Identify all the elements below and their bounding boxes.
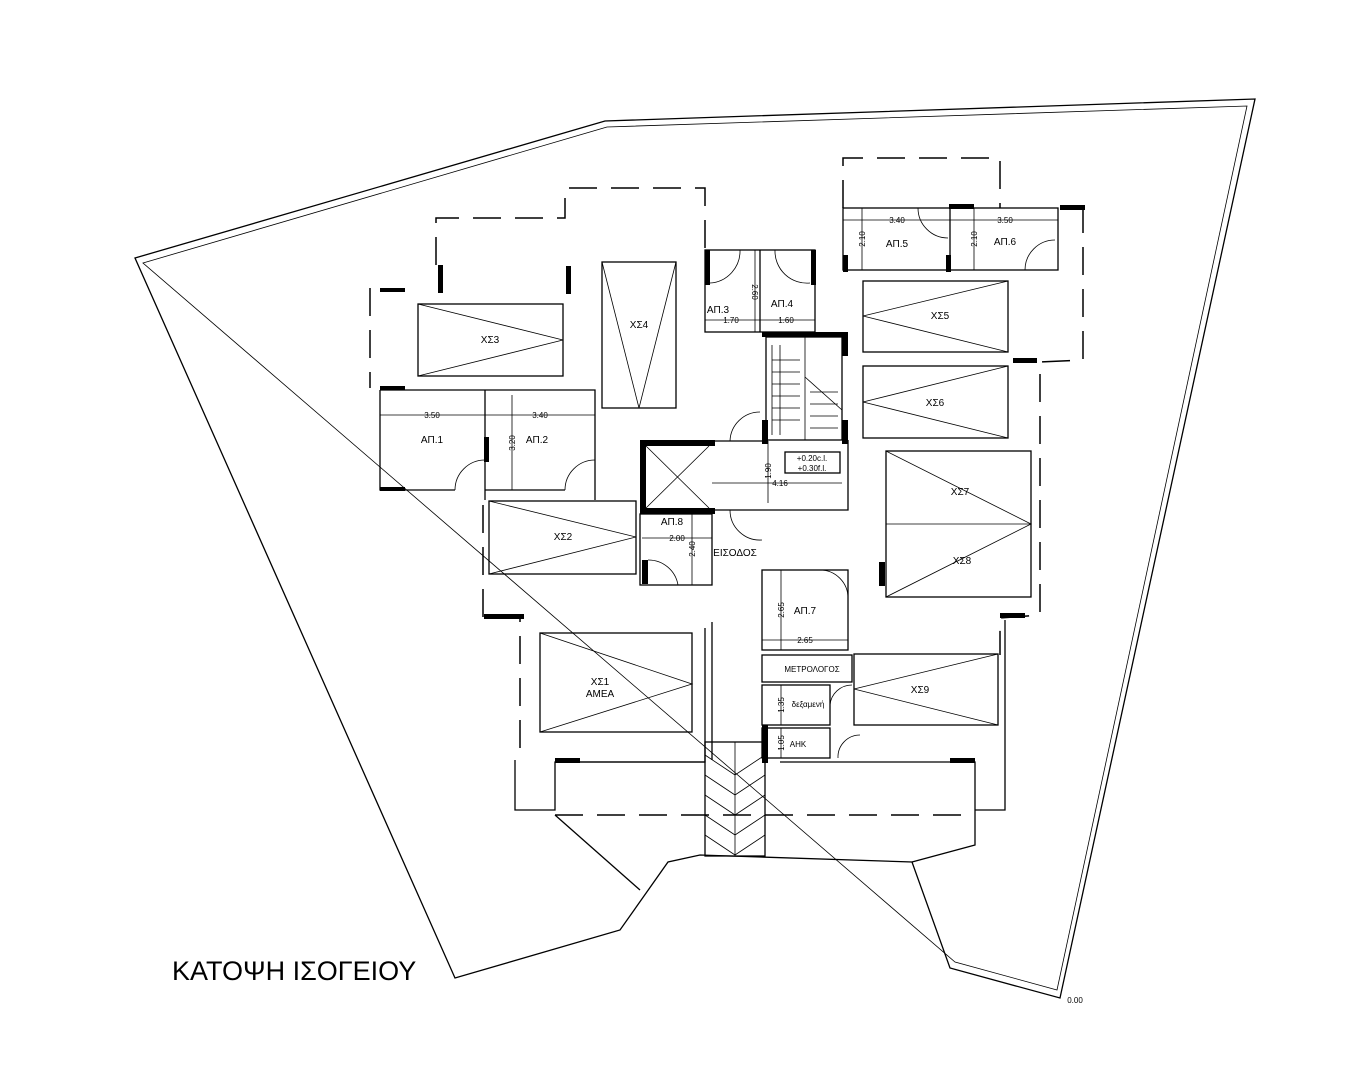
elevator: [645, 445, 710, 509]
parking-xs2: [488, 500, 637, 575]
ap1-label: ΑΠ.1: [421, 435, 444, 446]
dim-ap3-width: 1.70: [723, 316, 739, 325]
dim-ap4-width: 1.60: [778, 316, 794, 325]
parking-xs3: [417, 303, 564, 377]
dimension-lines: [380, 208, 1058, 758]
staircase: [765, 336, 843, 441]
ap5-label: ΑΠ.5: [886, 239, 909, 250]
xs1-note: ΑΜΕΑ: [586, 689, 615, 700]
dim-ap34-height: 2.60: [750, 284, 759, 300]
level-mark: 0.00: [1067, 996, 1083, 1005]
dim-ap5-width: 3.40: [889, 216, 905, 225]
parking-xs4: [601, 261, 677, 409]
dim-ap1-width: 3.50: [424, 411, 440, 420]
ap6-label: ΑΠ.6: [994, 237, 1017, 248]
level-cl: +0.20c.l.: [797, 454, 827, 463]
parking-xs9: [853, 653, 999, 726]
xs1-label: ΧΣ1: [591, 677, 610, 688]
plot-boundary: [134, 98, 1256, 999]
ap3-label: ΑΠ.3: [707, 305, 730, 316]
dim-ahk-height: 1.05: [777, 735, 786, 751]
drawing-title: ΚΑΤΟΨΗ ΙΣΟΓΕΙΟΥ: [172, 956, 416, 986]
dim-lobby-height: 1.90: [764, 463, 773, 479]
xs9-label: ΧΣ9: [911, 685, 930, 696]
dim-ap7-width: 2.65: [797, 636, 813, 645]
xs2-label: ΧΣ2: [554, 532, 573, 543]
dim-ap6-width: 3.50: [997, 216, 1013, 225]
xs6-label: ΧΣ6: [926, 398, 945, 409]
xs8-label: ΧΣ8: [953, 556, 972, 567]
ap8-label: ΑΠ.8: [661, 517, 684, 528]
dim-ap7-height: 2.65: [777, 602, 786, 618]
parking-xs6: [862, 365, 1009, 439]
entrance-ramp: [704, 741, 766, 857]
dim-ap8-height: 2.40: [688, 541, 697, 557]
ahk-room-label: ΑΗΚ: [790, 740, 807, 749]
parking-xs1: [539, 632, 694, 733]
dim-lobby-width: 4.16: [772, 479, 788, 488]
dim-ap8-width: 2.00: [669, 534, 685, 543]
xs7-label: ΧΣ7: [951, 487, 970, 498]
ap4-label: ΑΠ.4: [771, 299, 794, 310]
xs4-label: ΧΣ4: [630, 320, 649, 331]
dim-tank-height: 1.35: [777, 697, 786, 713]
parking-xs7-xs8: [885, 450, 1032, 598]
ap7-label: ΑΠ.7: [794, 606, 817, 617]
xs5-label: ΧΣ5: [931, 311, 950, 322]
entrance-label: ΕΙΣΟΔΟΣ: [713, 548, 757, 559]
dim-ap6-height: 2.10: [970, 231, 979, 247]
meter-room-label: ΜΕΤΡΟΛΟΓΟΣ: [784, 665, 839, 674]
dim-ap5-height: 2.10: [858, 231, 867, 247]
lobby: [715, 411, 849, 541]
storage-rooms: [379, 207, 1059, 759]
parking-xs5: [862, 280, 1009, 353]
ap2-label: ΑΠ.2: [526, 435, 549, 446]
dim-ap12-height: 3.20: [508, 435, 517, 451]
xs3-label: ΧΣ3: [481, 335, 500, 346]
dim-ap2-width: 3.40: [532, 411, 548, 420]
level-fl: +0.30f.l.: [798, 464, 827, 473]
tank-room-label: δεξαμενή: [792, 700, 825, 709]
